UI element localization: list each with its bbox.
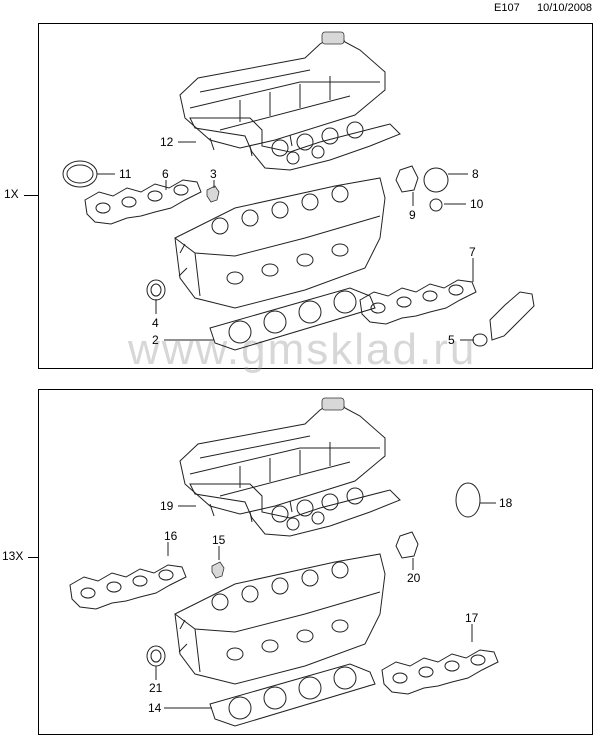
callout-18: 18 — [499, 496, 513, 510]
quantity-leader-13x — [28, 557, 38, 558]
diagram-date: 10/10/2008 — [537, 2, 593, 14]
callout-10: 10 — [470, 197, 484, 211]
panel-1-parts — [62, 31, 535, 351]
callout-2: 2 — [152, 333, 159, 347]
callout-21: 21 — [149, 681, 163, 695]
quantity-leader-1x — [24, 195, 38, 196]
callout-19: 19 — [160, 499, 174, 513]
callout-16: 16 — [164, 529, 178, 543]
callout-11: 11 — [119, 167, 132, 181]
callout-7: 7 — [469, 245, 476, 259]
callout-15: 15 — [212, 533, 226, 547]
panel-2-parts — [69, 397, 499, 727]
quantity-label-13x: 13X — [2, 549, 24, 563]
callout-3: 3 — [210, 167, 217, 181]
callouts-panel-2: 16 15 19 18 20 17 21 14 — [148, 496, 513, 715]
diagram-code: E107 — [494, 2, 520, 14]
callout-20: 20 — [407, 571, 421, 585]
callout-12: 12 — [160, 135, 174, 149]
callout-5: 5 — [448, 333, 455, 347]
callout-14: 14 — [148, 701, 162, 715]
callout-9: 9 — [409, 208, 416, 222]
callout-8: 8 — [472, 167, 479, 181]
panel-kit-1x — [38, 23, 593, 369]
callout-17: 17 — [465, 611, 479, 625]
callouts-panel-1: 11 6 3 12 9 8 10 7 4 2 5 — [97, 135, 484, 347]
callout-6: 6 — [162, 167, 169, 181]
callout-4: 4 — [152, 316, 159, 330]
watermark: www.gmsklad.ru — [128, 325, 477, 374]
quantity-label-1x: 1X — [4, 187, 19, 201]
